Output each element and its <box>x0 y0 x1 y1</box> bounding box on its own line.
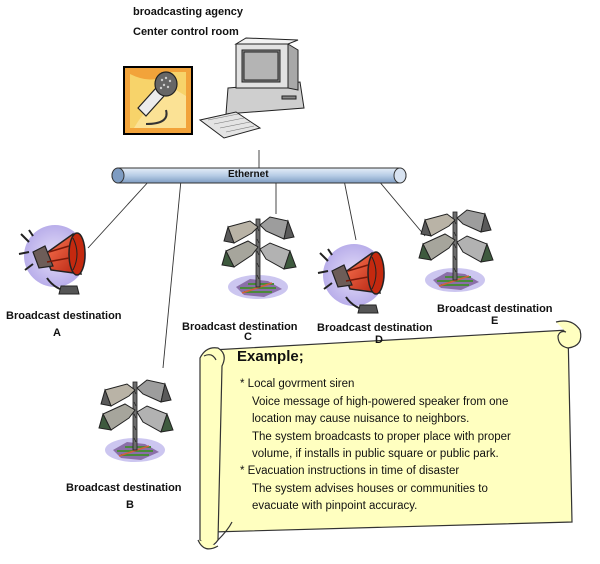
destination-e-letter: E <box>491 315 499 327</box>
destination-c-label: Broadcast destination <box>182 321 298 333</box>
connection-lines <box>87 150 426 369</box>
destination-c-letter: C <box>244 331 252 343</box>
siren-speaker-icon <box>317 243 386 314</box>
destination-d-letter: D <box>375 334 383 346</box>
example-line: Voice message of high-powered speaker fr… <box>252 396 509 408</box>
multi-horn-speaker-icon <box>418 209 494 293</box>
example-line: * Local govrment siren <box>240 378 355 390</box>
line-to-e <box>377 179 426 237</box>
multi-horn-speaker-icon <box>221 216 297 300</box>
computer-icon <box>198 37 305 139</box>
ethernet-label: Ethernet <box>228 169 269 180</box>
agency-title: broadcasting agency <box>133 6 244 18</box>
line-to-a <box>87 179 151 249</box>
example-line: volume, if installs in public square or … <box>252 448 499 460</box>
microphone-icon <box>123 66 193 135</box>
destination-a-letter: A <box>53 327 61 339</box>
example-scroll <box>197 320 582 550</box>
control-room-title: Center control room <box>133 26 239 38</box>
destination-b-label: Broadcast destination <box>66 482 182 494</box>
destination-e-label: Broadcast destination <box>437 303 553 315</box>
example-title: Example; <box>237 348 304 365</box>
example-line: The system advises houses or communities… <box>252 483 488 495</box>
example-line: The system broadcasts to proper place wi… <box>252 431 511 443</box>
line-to-d <box>343 179 357 241</box>
line-to-b <box>162 179 182 369</box>
destination-d-label: Broadcast destination <box>317 322 433 334</box>
example-line: * Evacuation instructions in time of dis… <box>240 465 460 477</box>
example-line: evacuate with pinpoint accuracy. <box>252 500 418 512</box>
siren-speaker-icon <box>18 224 87 295</box>
destination-a-label: Broadcast destination <box>6 310 122 322</box>
example-line: location may cause nuisance to neighbors… <box>252 413 470 425</box>
ethernet-cable <box>111 167 407 184</box>
destination-b-letter: B <box>126 499 134 511</box>
multi-horn-speaker-icon <box>98 379 174 463</box>
